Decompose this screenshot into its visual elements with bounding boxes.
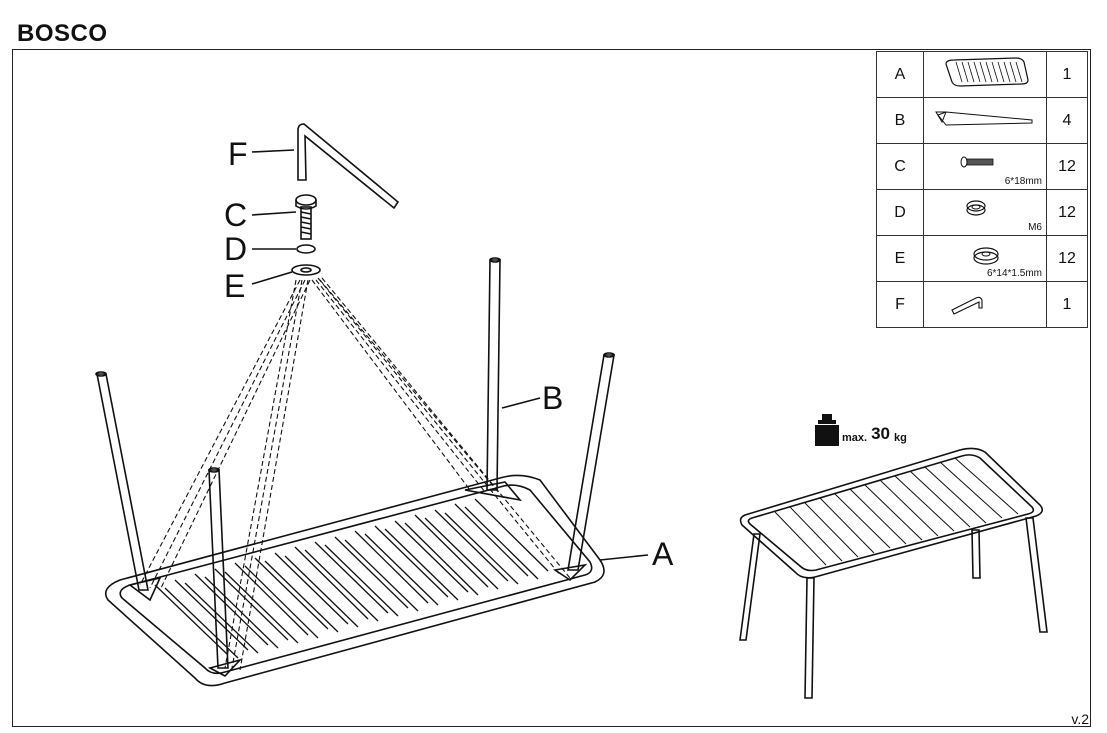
weight-prefix: max.	[842, 432, 868, 444]
label-c: C	[224, 197, 248, 233]
hex-key-icon	[951, 296, 983, 315]
table-row: A 1	[876, 51, 1088, 98]
parts-table: A 1 B 4 C	[876, 51, 1088, 328]
weight-value: 30	[871, 424, 890, 443]
part-quantity: 12	[1046, 235, 1088, 282]
part-quantity: 4	[1046, 97, 1088, 144]
part-quantity: 1	[1046, 281, 1088, 328]
spring-washer-icon	[966, 200, 986, 216]
label-f: F	[228, 136, 248, 172]
part-letter: D	[876, 189, 924, 236]
label-e: E	[224, 268, 246, 304]
document-title: BOSCO	[17, 20, 108, 47]
part-image: 6*18mm	[923, 143, 1047, 190]
flat-washer-drawing	[291, 264, 321, 276]
part-image	[923, 51, 1047, 98]
weight-icon	[815, 414, 839, 446]
weight-unit: kg	[894, 432, 907, 444]
part-quantity: 12	[1046, 143, 1088, 190]
part-letter: C	[876, 143, 924, 190]
label-d: D	[224, 231, 248, 267]
label-a: A	[652, 536, 674, 572]
part-image: 6*14*1.5mm	[923, 235, 1047, 282]
hex-key-drawing	[297, 123, 400, 210]
legs-drawing	[95, 257, 615, 669]
part-quantity: 1	[1046, 51, 1088, 98]
spring-washer-drawing	[296, 244, 316, 254]
part-quantity: 12	[1046, 189, 1088, 236]
leg-icon	[935, 111, 1033, 126]
part-letter: F	[876, 281, 924, 328]
table-row: B 4	[876, 97, 1088, 144]
flat-washer-icon	[973, 247, 999, 265]
part-size: 6*18mm	[1004, 176, 1042, 187]
label-b: B	[542, 380, 564, 416]
part-image	[923, 281, 1047, 328]
bolt-drawing	[295, 194, 317, 240]
tabletop-drawing	[104, 474, 605, 687]
version-label: v.2	[1071, 711, 1089, 727]
part-size: 6*14*1.5mm	[986, 268, 1042, 279]
part-letter: E	[876, 235, 924, 282]
tabletop-icon	[945, 57, 1029, 87]
table-row: E 6*14*1.5mm 12	[876, 235, 1088, 282]
weight-capacity: max. 30 kg	[842, 424, 907, 444]
part-size: M6	[1028, 222, 1042, 233]
part-image	[923, 97, 1047, 144]
part-letter: B	[876, 97, 924, 144]
table-row: F 1	[876, 281, 1088, 328]
part-letter: A	[876, 51, 924, 98]
table-row: D M6 12	[876, 189, 1088, 236]
bolt-icon	[960, 156, 994, 168]
assembled-table-drawing	[739, 447, 1048, 699]
part-image: M6	[923, 189, 1047, 236]
drawing-frame	[12, 49, 1091, 727]
table-row: C 6*18mm 12	[876, 143, 1088, 190]
